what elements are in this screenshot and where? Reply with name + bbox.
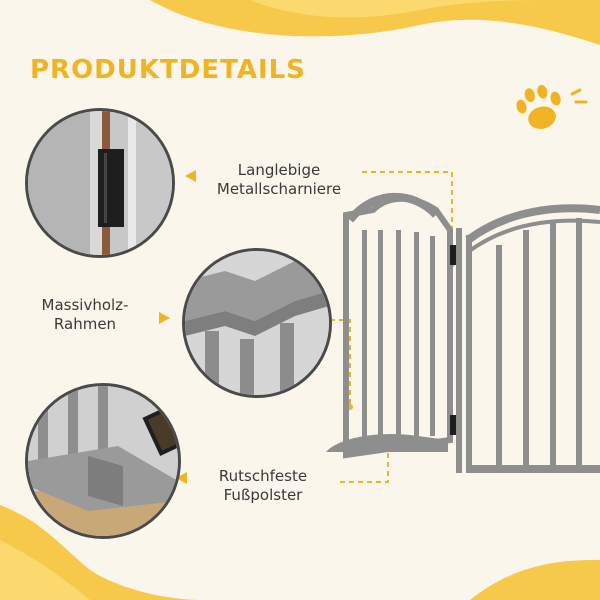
foot-pad-detail-image: [25, 383, 181, 539]
arrow-left-icon: [176, 472, 187, 484]
arrow-left-icon: [185, 170, 196, 182]
paw-icon: [516, 84, 561, 129]
frame-feature-label: Massivholz- Rahmen: [20, 296, 150, 334]
frame-label-line2: Rahmen: [53, 315, 117, 333]
pad-label-line1: Rutschfeste: [218, 467, 308, 485]
pad-label-line2: Fußpolster: [223, 486, 303, 504]
frame-detail-image: [182, 248, 332, 398]
page-title: PRODUKTDETAILS: [30, 55, 306, 85]
pet-gate-image: [326, 192, 600, 473]
hinge-detail-image: [25, 108, 175, 258]
hinge-label-line2: Metallscharniere: [216, 180, 342, 198]
hinge-label-line1: Langlebige: [237, 161, 321, 179]
frame-label-line1: Massivholz-: [41, 296, 129, 314]
arrow-right-icon: [159, 312, 170, 324]
hinge-feature-label: Langlebige Metallscharniere: [199, 161, 359, 199]
pad-feature-label: Rutschfeste Fußpolster: [188, 467, 338, 505]
